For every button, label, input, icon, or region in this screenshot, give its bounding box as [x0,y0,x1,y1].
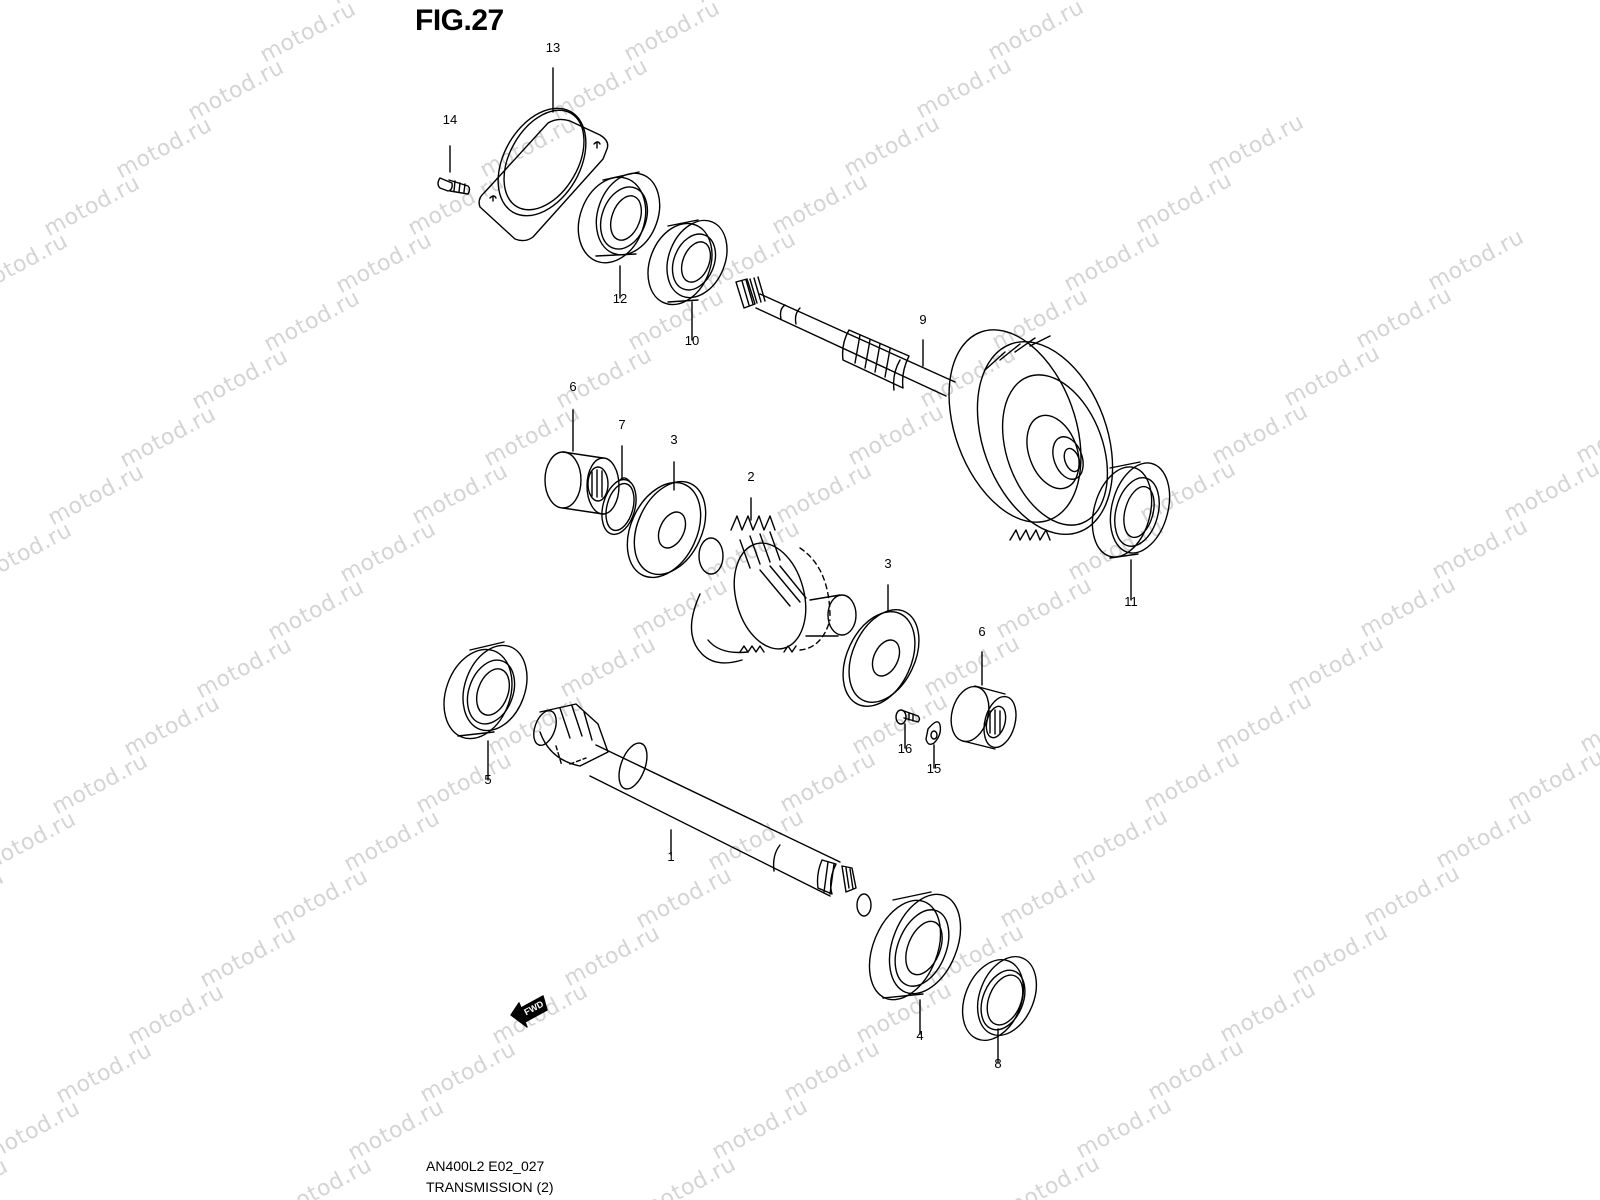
callout-needle-bearing[interactable]: 6 [569,379,577,394]
part-14-screw[interactable] [437,177,471,195]
callout-screw[interactable]: 14 [442,112,458,127]
callout-bearing[interactable]: 11 [1124,594,1138,609]
callout-washer[interactable]: 3 [884,556,892,571]
callout-oil-seal[interactable]: 10 [684,333,700,348]
callout-washer[interactable]: 3 [670,432,678,447]
part-5-bearing[interactable] [432,636,538,748]
part-15-lock-washer[interactable] [925,721,942,746]
fwd-arrow-icon: FWD [510,995,548,1028]
part-3-washer-upper[interactable] [613,470,720,589]
callout-driveshaft-gear[interactable]: 9 [919,312,927,327]
callout-needle-bearing[interactable]: 6 [978,624,986,639]
part-12-bearing[interactable] [567,164,671,272]
callout-input-shaft[interactable]: 1 [667,849,675,864]
callout-lock-washer[interactable]: 15 [926,761,942,776]
part-10-oil-seal[interactable] [636,211,737,314]
section-name: TRANSMISSION (2) [426,1179,554,1195]
part-6-needle-bearing-lower[interactable] [945,682,1021,751]
part-13-cover-plate[interactable] [478,93,609,242]
callout-countershaft-gear[interactable]: 2 [747,469,755,484]
part-8-oil-seal[interactable] [951,948,1047,1050]
part-6-needle-bearing-upper[interactable] [544,451,620,515]
part-4-bearing[interactable] [856,884,974,1010]
callout-circlip[interactable]: 7 [618,417,626,432]
part-16-screw[interactable] [895,709,921,725]
callout-bearing[interactable]: 12 [612,291,628,306]
model-code: AN400L2 E02_027 [426,1158,545,1174]
part-9-driveshaft[interactable] [735,276,1137,553]
part-2-countershaft-gear[interactable] [690,515,857,664]
part-3-washer-lower[interactable] [829,598,933,717]
part-11-bearing[interactable] [1083,456,1179,563]
part-1-input-shaft[interactable] [529,703,872,917]
callout-screw[interactable]: 16 [897,741,913,756]
callout-bearing[interactable]: 5 [484,772,492,787]
part-7-circlip[interactable] [596,476,641,538]
callout-oil-seal[interactable]: 8 [994,1056,1002,1071]
callout-cover-plate[interactable]: 13 [545,40,561,55]
figure-title: FIG.27 [415,4,504,37]
callout-bearing[interactable]: 4 [916,1028,924,1043]
figure-footer: AN400L2 E02_027 TRANSMISSION (2) [426,1156,554,1198]
